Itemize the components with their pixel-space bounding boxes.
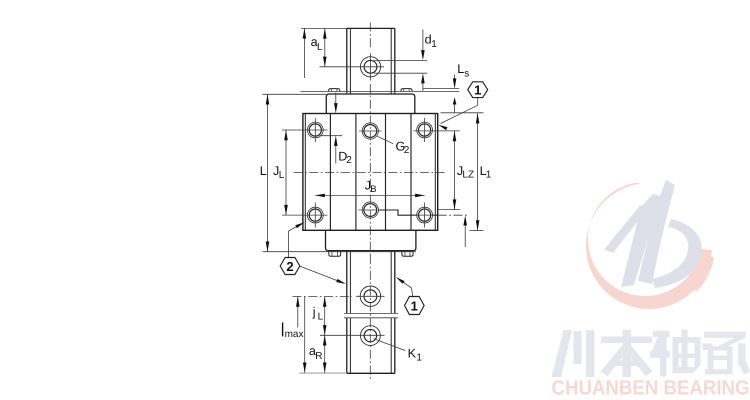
- svg-text:a: a: [311, 35, 318, 49]
- svg-text:D: D: [338, 149, 347, 163]
- svg-text:1: 1: [474, 83, 481, 98]
- svg-text:2: 2: [286, 259, 293, 274]
- svg-text:J: J: [365, 179, 371, 193]
- svg-text:K: K: [408, 346, 417, 360]
- svg-text:d: d: [425, 33, 432, 47]
- svg-text:CHUANBEN BEARING: CHUANBEN BEARING: [552, 377, 750, 400]
- svg-text:R: R: [315, 351, 322, 362]
- svg-text:max: max: [285, 329, 304, 340]
- svg-text:1: 1: [411, 298, 418, 313]
- svg-text:s: s: [464, 68, 469, 79]
- svg-text:2: 2: [404, 145, 410, 156]
- svg-text:G: G: [396, 140, 406, 154]
- svg-text:L: L: [457, 62, 464, 76]
- svg-text:1: 1: [416, 353, 422, 364]
- svg-text:J: J: [273, 164, 279, 178]
- svg-text:L: L: [260, 164, 267, 178]
- svg-text:L: L: [317, 42, 323, 53]
- svg-text:1: 1: [486, 170, 492, 181]
- svg-text:LZ: LZ: [462, 170, 474, 181]
- svg-text:L: L: [480, 164, 487, 178]
- svg-text:j: j: [312, 305, 316, 319]
- svg-text:L: L: [318, 312, 324, 323]
- svg-text:L: L: [279, 170, 285, 181]
- svg-text:B: B: [370, 184, 376, 195]
- svg-text:2: 2: [346, 155, 352, 166]
- svg-text:a: a: [309, 344, 316, 358]
- svg-text:J: J: [457, 164, 463, 178]
- svg-text:1: 1: [431, 39, 437, 50]
